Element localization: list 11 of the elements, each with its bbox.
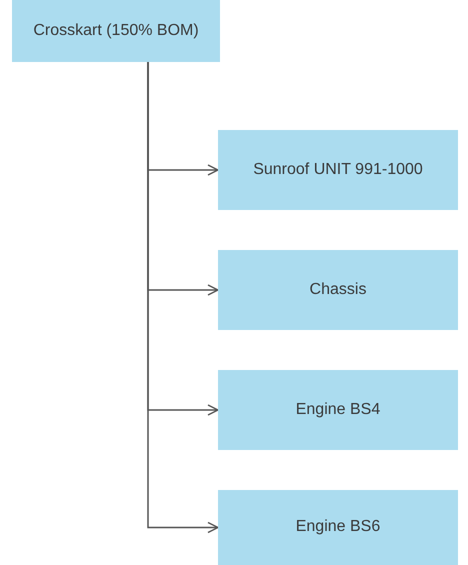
arrow — [147, 62, 219, 534]
box-label: Engine BS6 — [296, 517, 380, 538]
process-box — [12, 0, 220, 62]
process-box — [218, 490, 458, 565]
box-label: Chassis — [310, 280, 366, 300]
box-label: Engine BS4 — [296, 400, 380, 420]
process-box — [218, 250, 458, 330]
process-box — [218, 130, 458, 210]
box-label: Sunroof UNIT 991-1000 — [253, 160, 423, 180]
process-box — [218, 370, 458, 450]
box-label: Crosskart (150% BOM) — [33, 20, 199, 41]
